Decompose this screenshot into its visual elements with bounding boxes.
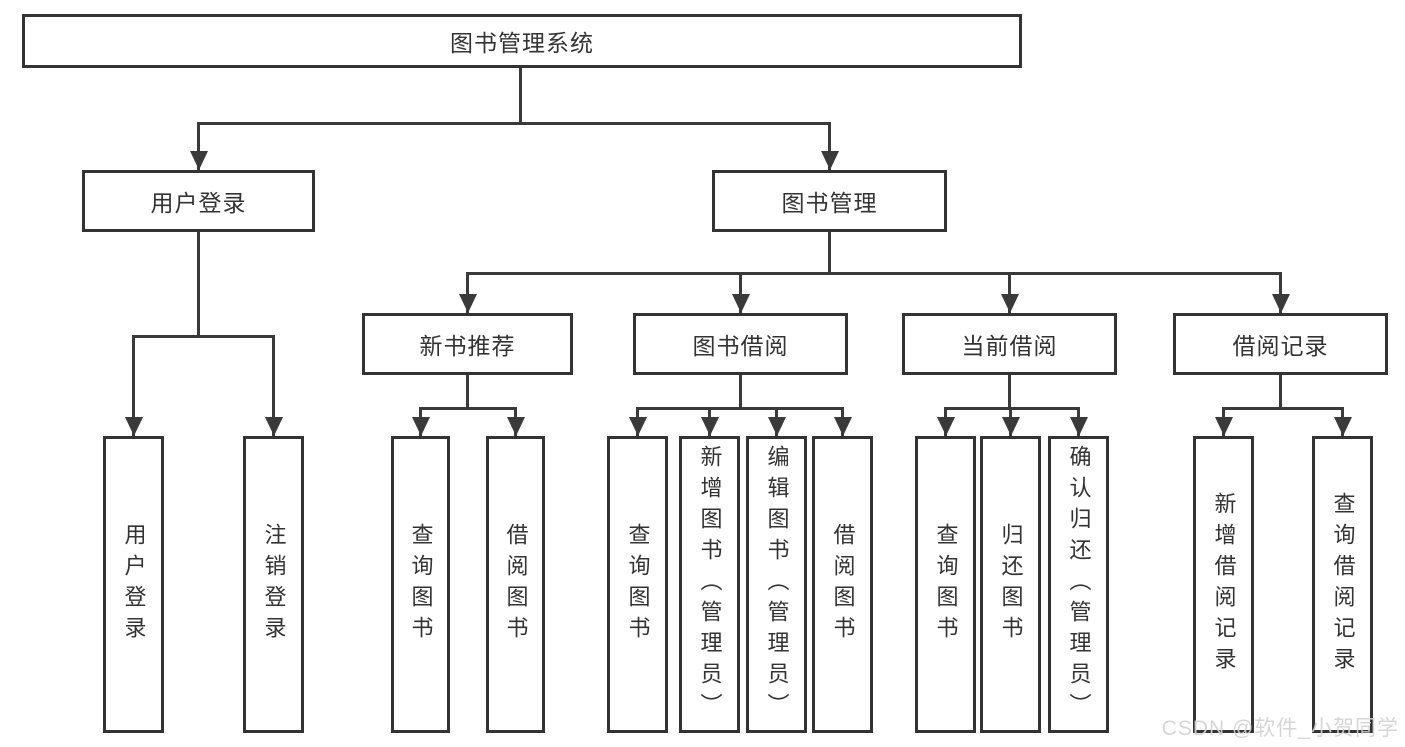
leaf-add-borrow-record: 新增借阅记录: [1193, 436, 1254, 733]
leaf-query-books-2: 查询图书: [607, 436, 668, 733]
node-label: 借阅图书: [830, 522, 856, 647]
connector-new-book-rec-stem: [466, 375, 469, 407]
arrow-down-icon: [821, 151, 839, 170]
arrow-down-icon: [1001, 294, 1019, 313]
connector-root-stem: [519, 68, 522, 125]
node-label: 新书推荐: [419, 333, 516, 359]
connector-user-login-stem: [197, 232, 200, 335]
connector-borrow-records-stem: [1279, 375, 1282, 407]
arrow-down-icon: [732, 294, 750, 313]
node-label: 新增图书（管理员）: [697, 445, 723, 724]
node-book-management: 图书管理: [712, 170, 947, 232]
connector-drop-leaf-user-login: [132, 335, 135, 436]
arrow-down-icon: [1070, 417, 1088, 436]
node-label: 图书借阅: [692, 333, 789, 359]
leaf-query-books-1: 查询图书: [391, 436, 450, 733]
connector-drop-leaf-logout: [272, 335, 275, 436]
leaf-query-borrow-record: 查询借阅记录: [1312, 436, 1373, 733]
node-label: 新增借阅记录: [1211, 491, 1237, 678]
connector-branch-book-mgmt: [466, 272, 1282, 275]
arrow-down-icon: [507, 417, 525, 436]
leaf-borrow-books-1: 借阅图书: [486, 436, 545, 733]
leaf-add-books-admin: 新增图书（管理员）: [679, 436, 740, 733]
leaf-return-books: 归还图书: [980, 436, 1041, 733]
leaf-logout: 注销登录: [243, 436, 304, 733]
connector-branch-current-borrow: [944, 407, 1080, 410]
leaf-user-login: 用户登录: [103, 436, 164, 733]
arrow-down-icon: [459, 294, 477, 313]
arrow-down-icon: [768, 417, 786, 436]
connector-drop-new-book-rec: [466, 272, 469, 313]
node-label: 查询借阅记录: [1330, 491, 1356, 678]
node-book-borrowing: 图书借阅: [633, 313, 848, 375]
node-label: 用户登录: [121, 522, 147, 647]
node-label: 借阅图书: [503, 522, 529, 647]
node-label: 查询图书: [625, 522, 651, 647]
node-label: 注销登录: [261, 522, 287, 647]
connector-branch-new-book-rec: [419, 407, 517, 410]
node-label: 用户登录: [150, 190, 247, 216]
node-label: 查询图书: [933, 522, 959, 647]
node-label: 归还图书: [998, 522, 1024, 647]
node-label: 借阅记录: [1232, 333, 1329, 359]
leaf-query-books-3: 查询图书: [915, 436, 976, 733]
leaf-edit-books-admin: 编辑图书（管理员）: [746, 436, 807, 733]
arrow-down-icon: [1272, 294, 1290, 313]
arrow-down-icon: [190, 151, 208, 170]
connector-book-borrow-stem: [739, 375, 742, 407]
arrow-down-icon: [412, 417, 430, 436]
node-user-login: 用户登录: [82, 170, 315, 232]
node-label: 查询图书: [408, 522, 434, 647]
node-label: 当前借阅: [961, 333, 1058, 359]
node-borrowing-records: 借阅记录: [1173, 313, 1388, 375]
connector-drop-current-borrow: [1008, 272, 1011, 313]
connector-branch-user-login: [132, 335, 275, 338]
connector-branch-book-borrow: [636, 407, 844, 410]
node-root-book-management-system: 图书管理系统: [22, 14, 1022, 68]
connector-drop-borrow-records: [1279, 272, 1282, 313]
node-label: 确认归还（管理员）: [1066, 445, 1092, 724]
arrow-down-icon: [265, 417, 283, 436]
arrow-down-icon: [1215, 417, 1233, 436]
arrow-down-icon: [834, 417, 852, 436]
node-label: 编辑图书（管理员）: [764, 445, 790, 724]
arrow-down-icon: [701, 417, 719, 436]
connector-drop-user-login: [197, 125, 200, 170]
arrow-down-icon: [1002, 417, 1020, 436]
arrow-down-icon: [937, 417, 955, 436]
node-new-book-recommendation: 新书推荐: [362, 313, 573, 375]
connector-branch-borrow-records: [1222, 407, 1344, 410]
connector-drop-book-borrow: [739, 272, 742, 313]
arrow-down-icon: [125, 417, 143, 436]
connector-branch-level2: [197, 122, 831, 125]
connector-current-borrow-stem: [1008, 375, 1011, 407]
connector-drop-book-mgmt: [828, 125, 831, 170]
leaf-confirm-return-admin: 确认归还（管理员）: [1048, 436, 1109, 733]
node-label: 图书管理系统: [450, 30, 594, 56]
arrow-down-icon: [1334, 417, 1352, 436]
connector-book-mgmt-stem: [828, 232, 831, 272]
leaf-borrow-books-2: 借阅图书: [812, 436, 873, 733]
node-current-borrowing: 当前借阅: [902, 313, 1117, 375]
arrow-down-icon: [629, 417, 647, 436]
node-label: 图书管理: [781, 190, 878, 216]
